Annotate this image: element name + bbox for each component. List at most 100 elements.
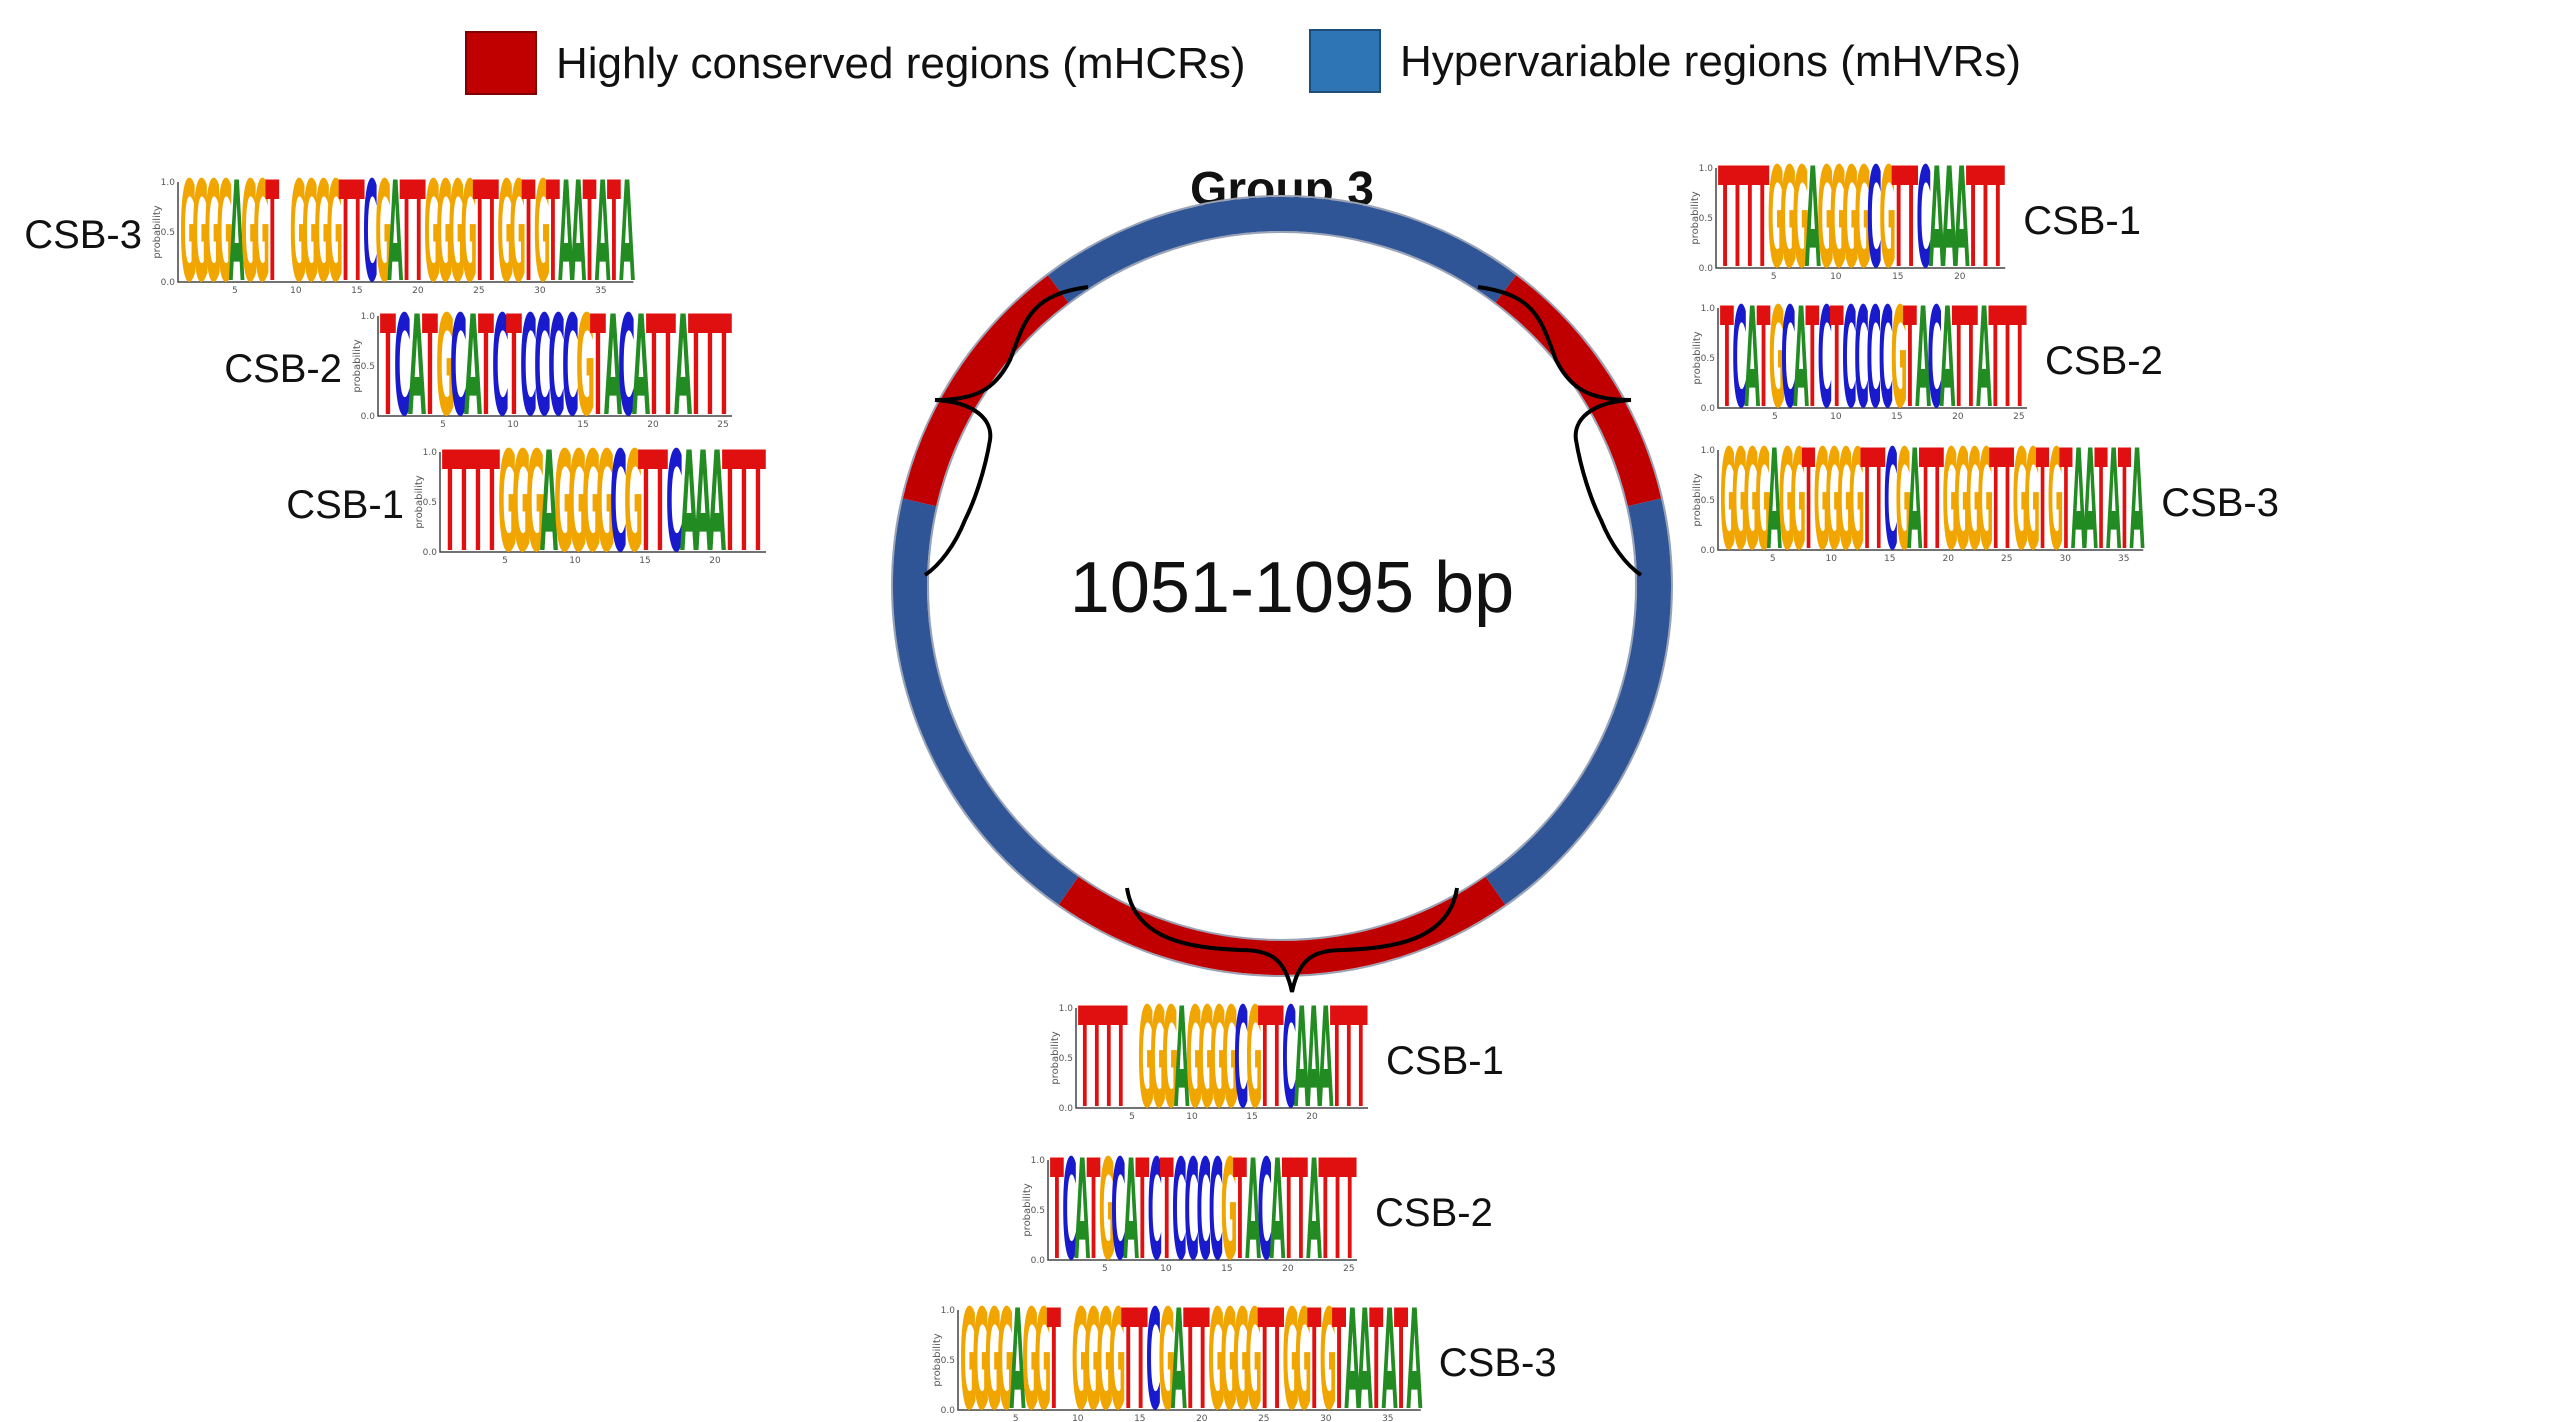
logo-letter-a: A <box>1976 280 1992 439</box>
logo-letter-g: G <box>1208 1281 1225 1422</box>
logo-y-tick: 0.0 <box>361 412 376 422</box>
logo-letter-g: G <box>554 423 573 583</box>
logo-letter-t: T <box>1718 139 1732 300</box>
logo-letter-t: T <box>1135 1132 1149 1291</box>
logo-letter-a: A <box>1174 980 1189 1140</box>
logo-letter-t: T <box>1196 1281 1210 1422</box>
logo-letter-g: G <box>1096 1281 1113 1422</box>
logo-letter-g: G <box>302 154 319 313</box>
logo-letter-g: G <box>1817 139 1834 300</box>
logo-letter-a: A <box>570 154 586 313</box>
csb-label: CSB-3 <box>1439 1341 1557 1385</box>
logo-letter-a: A <box>1941 139 1957 300</box>
logo-letter-t: T <box>351 154 365 313</box>
logo-letter-g: G <box>290 154 307 313</box>
logo-letter-g: G <box>1084 1281 1101 1422</box>
logo-letter-a: A <box>408 287 426 447</box>
logo-letter-g: G <box>1034 1281 1051 1422</box>
logo-letter-t: T <box>1755 139 1769 300</box>
logo-letter-a: A <box>2130 422 2145 582</box>
logo-letter-t: T <box>1087 1132 1101 1291</box>
logo-y-tick: 0.5 <box>1701 354 1715 364</box>
logo-letter-t: T <box>2059 422 2072 582</box>
logo-letter-t: T <box>485 154 499 313</box>
logo-y-tick: 1.0 <box>1701 304 1716 314</box>
logo-axes <box>177 182 634 283</box>
size-label: 1051-1095 bp <box>1070 548 1514 628</box>
logo-letter-c: C <box>562 287 579 447</box>
logo-letter-a: A <box>1382 1281 1398 1422</box>
logo-letter-t: T <box>422 287 438 447</box>
logo-x-tick: 15 <box>1134 1414 1145 1422</box>
logo-letter-t: T <box>1903 280 1917 439</box>
logo-letter-a: A <box>604 287 622 447</box>
logo-letter-g: G <box>985 1281 1002 1422</box>
logo-letter-a: A <box>229 154 245 313</box>
logo-letter-t: T <box>400 154 414 313</box>
logo-y-tick: 0.5 <box>423 498 437 508</box>
logo-letter-t: T <box>1258 1281 1272 1422</box>
logo-letter-t: T <box>1988 280 2002 439</box>
logo-letter-g: G <box>1221 1132 1238 1291</box>
csb-label: CSB-1 <box>286 483 404 527</box>
logo-letter-t: T <box>478 287 494 447</box>
logo-letter-g: G <box>997 1281 1014 1422</box>
logo-letter-g: G <box>526 423 545 583</box>
logo-letter-a: A <box>1940 280 1956 439</box>
logo-x-tick: 15 <box>1892 272 1903 282</box>
logo-letter-g: G <box>512 423 531 583</box>
logo-letter-g: G <box>534 154 551 313</box>
logo-y-tick: 0.5 <box>1031 1206 1045 1216</box>
logo-letter-g: G <box>568 423 587 583</box>
logo-axes <box>1717 450 2144 551</box>
logo-letter-g: G <box>241 154 258 313</box>
logo-letter-g: G <box>1720 422 1736 582</box>
csb-label: CSB-3 <box>24 213 142 257</box>
logo-x-tick: 5 <box>1129 1112 1135 1122</box>
logo-x-tick: 35 <box>2118 554 2129 564</box>
ring-arc-mhcr <box>1495 275 1662 507</box>
logo-y-tick: 0.0 <box>941 1406 956 1416</box>
logo-x-tick: 10 <box>1825 554 1837 564</box>
logo-letter-t: T <box>2118 422 2131 582</box>
logo-letter-g: G <box>1743 422 1759 582</box>
logo-x-tick: 25 <box>1258 1414 1269 1422</box>
logo-letter-t: T <box>1369 1281 1383 1422</box>
logo-y-tick: 0.5 <box>1701 496 1715 506</box>
logo-y-tick: 1.0 <box>1701 446 1716 456</box>
logo-x-tick: 25 <box>1343 1264 1354 1274</box>
logo-letter-t: T <box>702 287 718 447</box>
logo-letter-t: T <box>1830 280 1844 439</box>
logo-letter-t: T <box>1964 280 1978 439</box>
brace-bottom <box>1125 887 1459 993</box>
logo-letter-g: G <box>1954 422 1970 582</box>
logo-letter-t: T <box>1134 1281 1148 1422</box>
logo-letter-g: G <box>1825 422 1841 582</box>
ring-arc-mhcr <box>902 275 1069 507</box>
logo-letter-t: T <box>484 423 500 583</box>
logo-letter-c: C <box>1781 280 1796 439</box>
logo-y-axis-label: probability <box>1692 473 1703 526</box>
logo-letter-g: G <box>1210 980 1226 1140</box>
logo-letter-g: G <box>1222 980 1238 1140</box>
logo-letter-g: G <box>1790 422 1806 582</box>
logo-axes <box>1717 308 2027 409</box>
logo-letter-c: C <box>363 154 378 313</box>
logo-letter-t: T <box>1757 280 1771 439</box>
logo-letter-g: G <box>1896 422 1912 582</box>
logo-letter-t: T <box>1743 139 1757 300</box>
legend: Highly conserved regions (mHCRs) Hyperva… <box>465 29 2021 95</box>
logo-letter-g: G <box>1245 1281 1262 1422</box>
logo-letter-a: A <box>1306 980 1321 1140</box>
logo-letter-t: T <box>1114 980 1128 1140</box>
logo-letter-t: T <box>652 423 668 583</box>
logo-letter-g: G <box>1158 1281 1175 1422</box>
logo-letter-g: G <box>509 154 526 313</box>
logo-letter-c: C <box>1854 280 1869 439</box>
logo-letter-t: T <box>1860 422 1873 582</box>
logo-letter-t: T <box>1270 1281 1284 1422</box>
logo-letter-g: G <box>1792 139 1809 300</box>
logo-letter-t: T <box>1952 280 1966 439</box>
